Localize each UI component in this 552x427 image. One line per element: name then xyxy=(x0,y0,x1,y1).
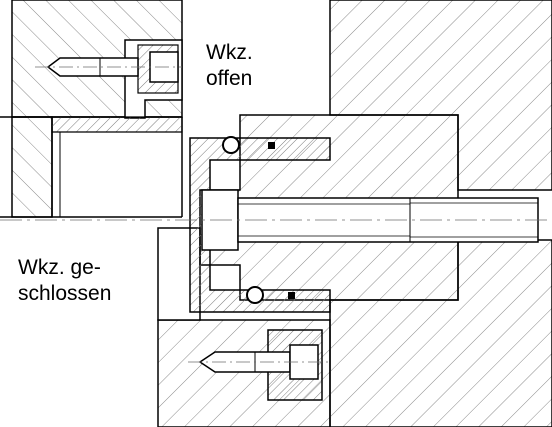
label-tool-closed-line2: schlossen xyxy=(18,282,112,305)
label-tool-closed-line1: Wkz. ge- xyxy=(18,256,101,279)
o-rings xyxy=(222,136,295,304)
label-tool-closed: Wkz. ge- schlossen xyxy=(18,255,111,307)
label-tool-open-line1: Wkz. xyxy=(206,41,253,64)
sleeve xyxy=(189,137,331,313)
left-inner-walls xyxy=(51,116,183,217)
label-tool-open-line2: offen xyxy=(206,67,253,90)
upper-guide-pin xyxy=(35,39,183,119)
label-tool-open: Wkz. offen xyxy=(206,40,253,92)
lower-guide-pin xyxy=(188,329,330,401)
upper-left-plate xyxy=(0,0,183,218)
